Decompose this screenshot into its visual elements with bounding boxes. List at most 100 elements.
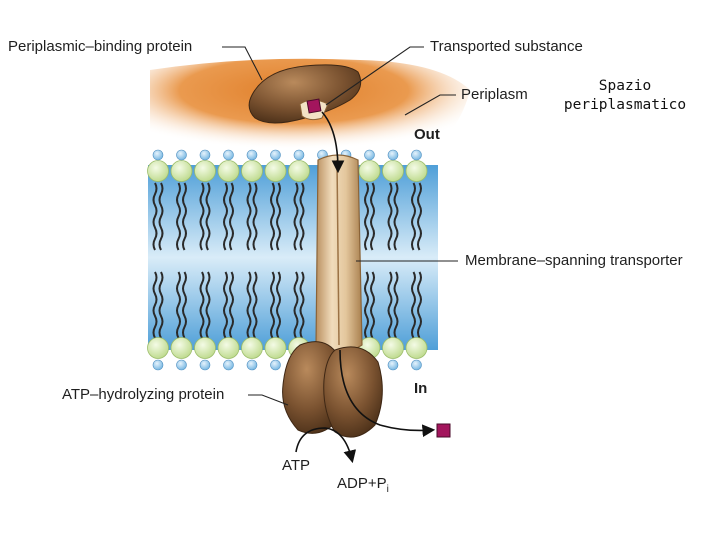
leader-transported-substance bbox=[325, 46, 424, 106]
lipid-tail bbox=[199, 271, 205, 339]
lipid-tail bbox=[158, 271, 164, 339]
label-membrane-spanning-transporter: Membrane–spanning transporter bbox=[465, 252, 683, 269]
lipid-tail bbox=[393, 271, 399, 339]
lipid-tail bbox=[205, 182, 211, 251]
small-lipid-head bbox=[246, 359, 258, 371]
leader-atp-hydrolyzing-protein bbox=[248, 394, 289, 406]
lipid-tail bbox=[370, 182, 375, 251]
lipid-tail bbox=[393, 182, 399, 251]
lipid-tail bbox=[417, 271, 422, 339]
transported-substance-released bbox=[436, 423, 451, 438]
periplasmic-binding-protein bbox=[248, 64, 362, 124]
lipid-head bbox=[147, 160, 169, 182]
transported-substance-bound bbox=[306, 98, 322, 114]
lipid-head bbox=[147, 337, 169, 359]
lipid-tail bbox=[252, 182, 258, 251]
label-atp-hydrolyzing-protein: ATP–hydrolyzing protein bbox=[62, 386, 225, 403]
lipid-tail bbox=[417, 182, 422, 251]
label-adp-pi: ADP+Pi bbox=[337, 475, 389, 495]
small-lipid-head bbox=[364, 149, 375, 161]
lipid-head bbox=[358, 160, 381, 182]
small-lipid-head bbox=[387, 149, 399, 161]
lipid-head bbox=[382, 160, 404, 182]
atp-hydrolyzing-protein-right bbox=[323, 346, 383, 438]
lipid-head bbox=[170, 160, 193, 182]
lipid-tail bbox=[293, 182, 299, 251]
lipid-head bbox=[217, 337, 240, 359]
small-lipid-head bbox=[246, 149, 258, 161]
entry-arrow bbox=[321, 111, 345, 174]
annotation-spazio-periplasmatico: Spazio periplasmatico bbox=[560, 77, 690, 115]
lipid-tail bbox=[364, 271, 369, 339]
lipid-tail bbox=[387, 182, 393, 251]
small-lipid-head bbox=[199, 359, 211, 371]
lipid-tail bbox=[370, 271, 375, 339]
lipid-tail bbox=[411, 271, 416, 339]
label-adp-pi-main: ADP+P bbox=[337, 475, 387, 492]
label-atp: ATP bbox=[282, 457, 311, 474]
lipid-tail bbox=[229, 271, 234, 339]
lipid-head bbox=[264, 160, 287, 182]
lipid-tail bbox=[270, 271, 275, 339]
lipid-tail bbox=[223, 182, 228, 251]
leader-periplasm bbox=[404, 94, 456, 116]
small-lipid-head bbox=[411, 149, 422, 161]
small-lipid-head bbox=[387, 359, 399, 371]
lipid-head bbox=[241, 337, 263, 359]
lipid-tail bbox=[158, 182, 164, 251]
lipid-tail bbox=[299, 182, 305, 251]
small-lipid-head bbox=[223, 149, 234, 161]
label-periplasmic-binding-protein: Periplasmic–binding protein bbox=[8, 38, 193, 55]
lipid-tail bbox=[199, 182, 205, 251]
small-lipid-head bbox=[176, 149, 187, 161]
lipid-tail bbox=[276, 271, 281, 339]
lipid-tail bbox=[205, 271, 211, 339]
lipid-head bbox=[194, 160, 216, 182]
lipid-head bbox=[264, 337, 287, 359]
small-lipid-head bbox=[270, 149, 281, 161]
transporter-channel bbox=[336, 159, 340, 346]
label-in: In bbox=[414, 380, 428, 397]
lipid-head bbox=[405, 160, 428, 182]
lipid-head bbox=[170, 337, 193, 359]
lipid-tail bbox=[182, 182, 187, 251]
annotation-line-1: Spazio bbox=[598, 78, 652, 94]
lipid-tail bbox=[176, 271, 181, 339]
lipid-head bbox=[405, 337, 428, 359]
lipid-tail bbox=[411, 182, 416, 251]
small-lipid-head bbox=[199, 149, 211, 161]
lipid-heads bbox=[147, 149, 428, 371]
lipid-tail bbox=[270, 182, 275, 251]
leader-periplasmic-binding-protein bbox=[222, 46, 263, 81]
small-lipid-head bbox=[411, 359, 422, 371]
lipid-tail bbox=[299, 271, 305, 339]
small-lipid-head bbox=[176, 359, 187, 371]
lipid-tail bbox=[387, 271, 393, 339]
lipid-tail bbox=[229, 182, 234, 251]
small-lipid-head bbox=[152, 149, 164, 161]
lipid-tail bbox=[182, 271, 187, 339]
lipid-head bbox=[217, 160, 240, 182]
lipid-tail bbox=[176, 182, 181, 251]
lipid-head bbox=[288, 160, 310, 182]
label-transported-substance: Transported substance bbox=[430, 38, 583, 55]
annotation-line-2: periplasmatico bbox=[563, 97, 687, 113]
small-lipid-head bbox=[152, 359, 164, 371]
lipid-head bbox=[194, 337, 216, 359]
release-arrow bbox=[339, 349, 436, 438]
lipid-head bbox=[382, 337, 404, 359]
lipid-head bbox=[241, 160, 263, 182]
lipid-tail bbox=[152, 271, 158, 339]
lipid-tail bbox=[276, 182, 281, 251]
lipid-tail bbox=[223, 271, 228, 339]
lipid-tail bbox=[152, 182, 158, 251]
lipid-tail bbox=[252, 271, 258, 339]
small-lipid-head bbox=[223, 359, 234, 371]
lipid-tail bbox=[364, 182, 369, 251]
lipid-tail bbox=[293, 271, 299, 339]
label-adp-pi-subscript: i bbox=[386, 484, 389, 495]
label-out: Out bbox=[414, 126, 440, 143]
atp-arrow bbox=[295, 427, 357, 464]
